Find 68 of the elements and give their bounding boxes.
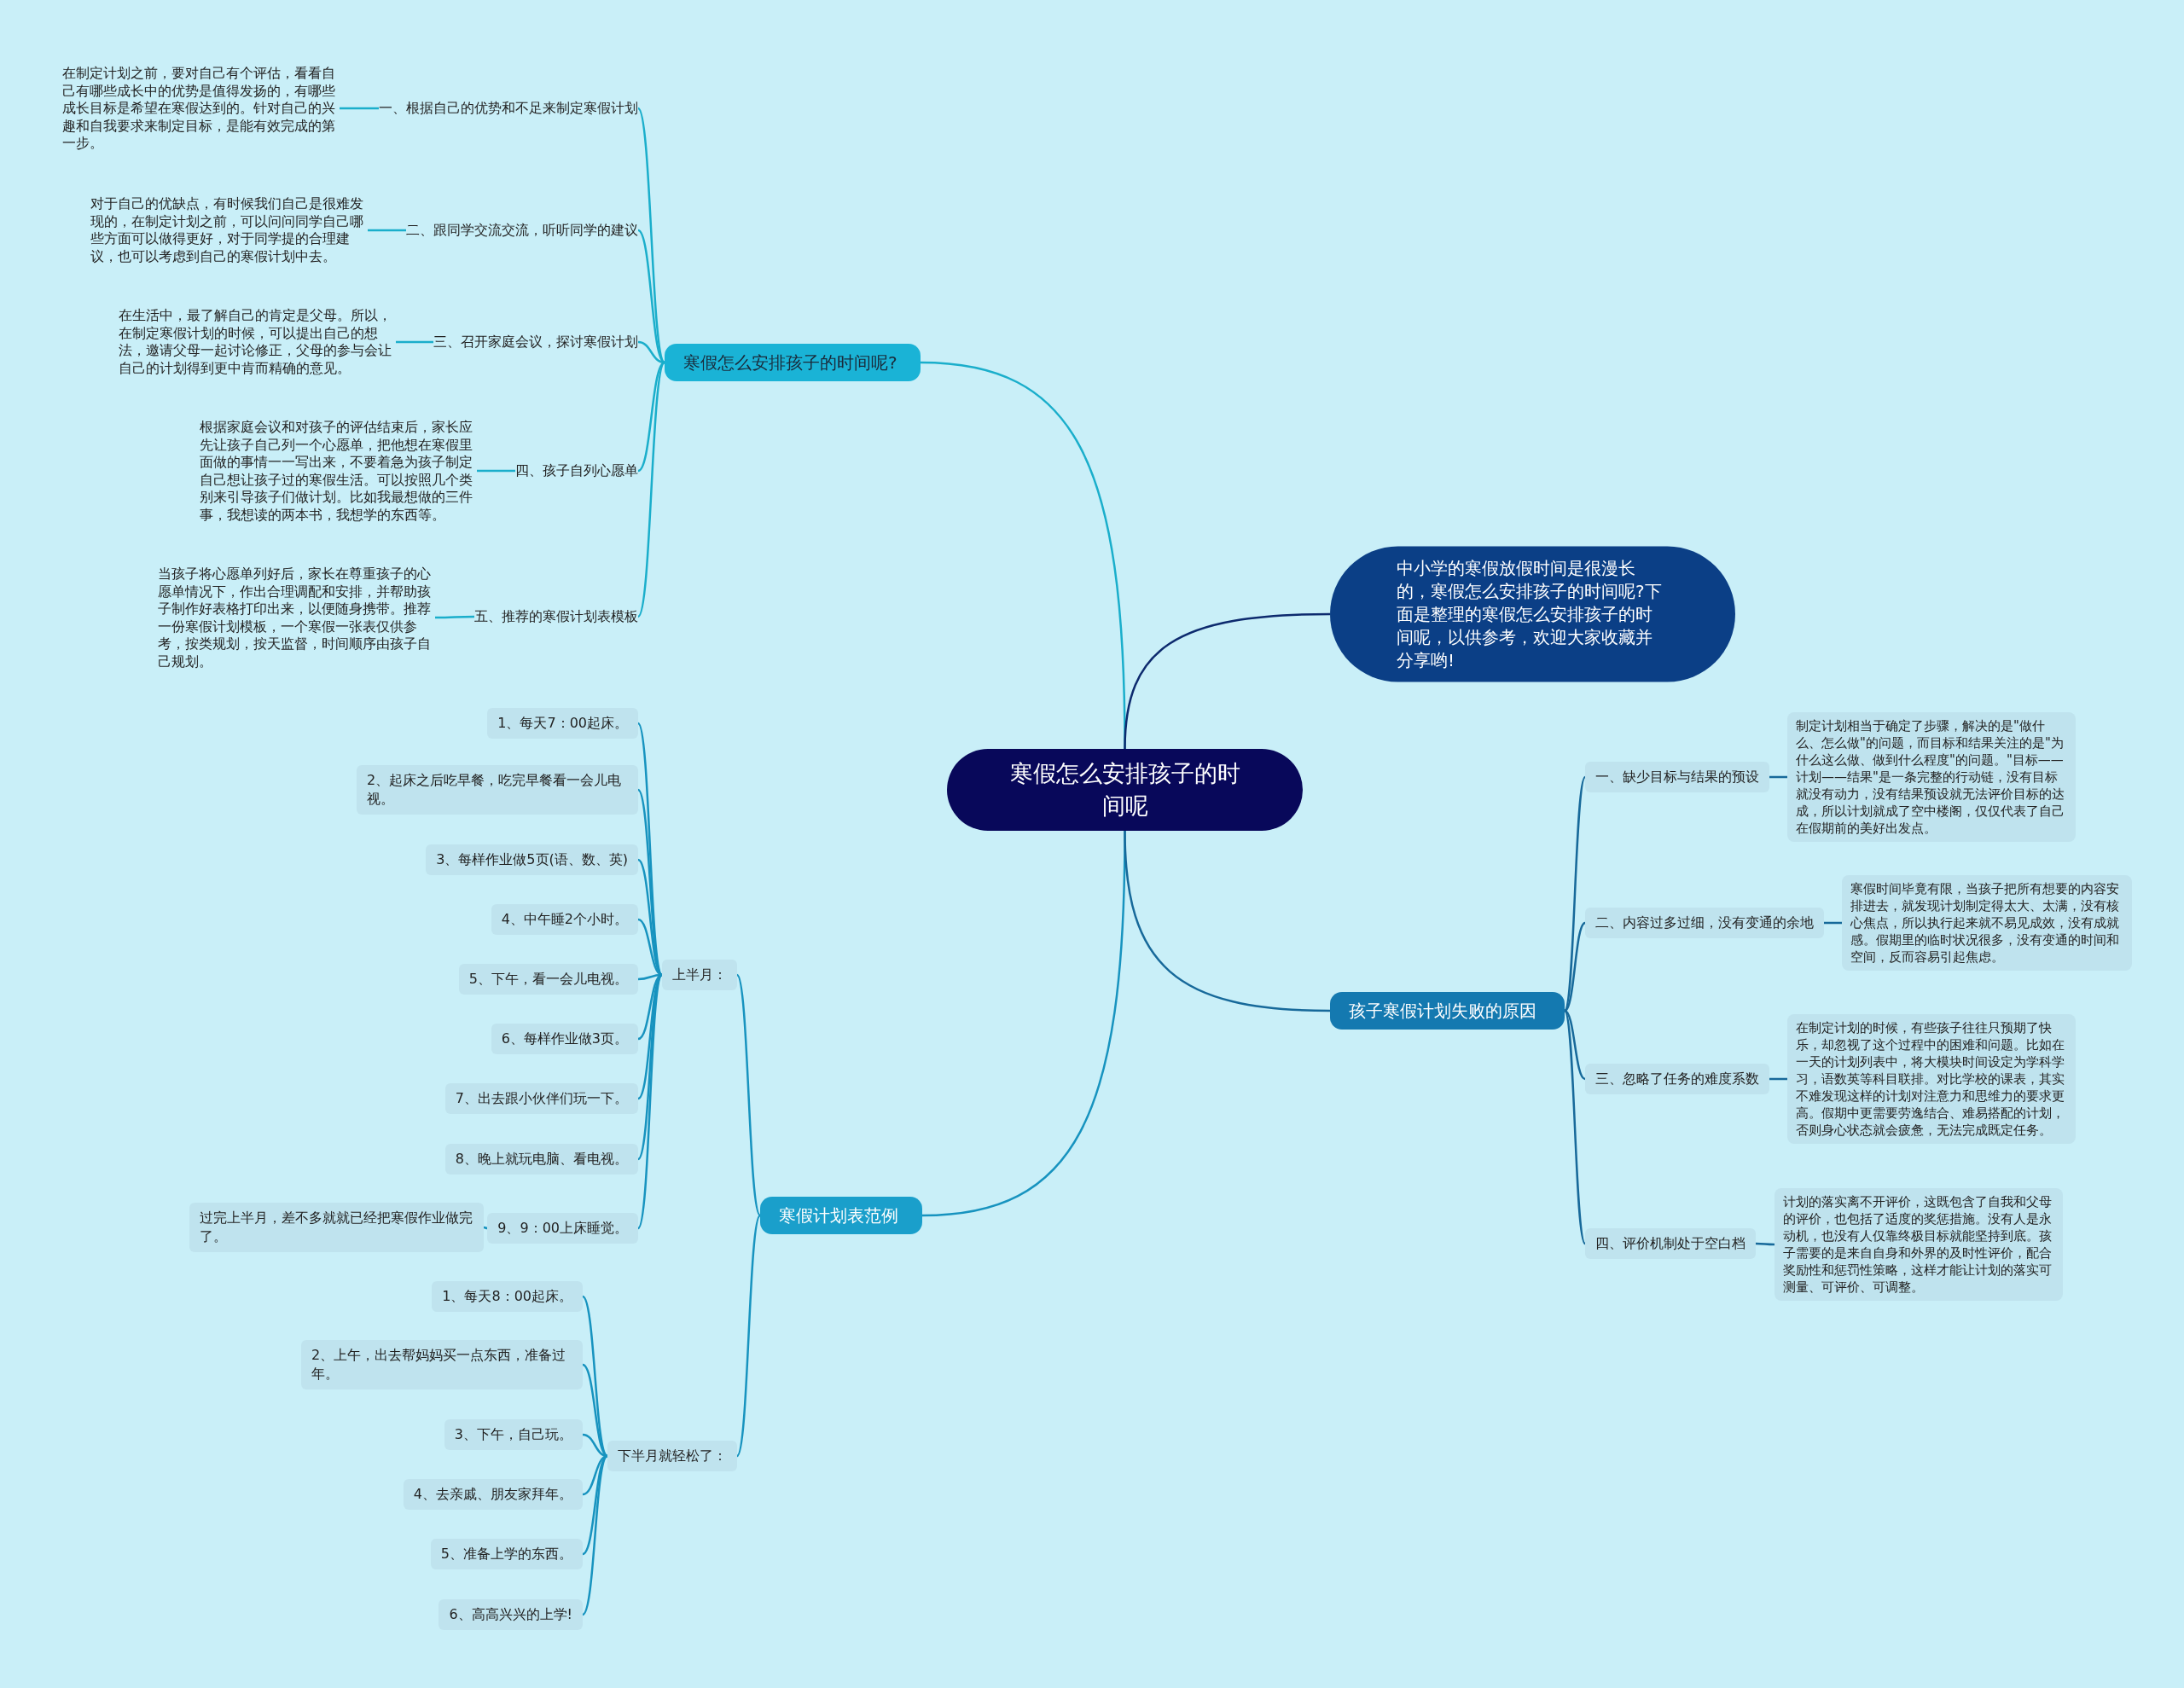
description-note: 计划的落实离不开评价，这既包含了自我和父母的评价，也包括了适度的奖惩措施。没有人是永动机，也没有人仅靠终极目标就能坚持到底。孩子需要的是来自自身和外界的及时性评价，配合奖励性和惩罚性策略，这样才能让计划的落实可测量、可评价、可调整。 [1774, 1188, 2063, 1301]
connector-line [483, 1226, 488, 1230]
connector-line [1769, 1077, 1787, 1081]
description-text: 当孩子将心愿单列好后，家长在尊重孩子的心愿单情况下，作出合理调配和安排，并帮助孩子制作好表格打印出来，以便随身携带。推荐一份寒假计划模板，一个寒假一张表仅供参考，按类规划，按天监督，时间顺序由孩子自己规划。 [158, 565, 435, 670]
connector-line [340, 107, 379, 110]
connector-line [1564, 1009, 1586, 1081]
branch-topic: 寒假计划表范例 [760, 1197, 922, 1234]
subtopic-label: 3、下午，自己玩。 [444, 1419, 583, 1450]
subtopic-text: 四、孩子自列心愿单 [515, 461, 638, 480]
connector-line [396, 340, 433, 344]
subtopic-label: 5、准备上学的东西。 [430, 1539, 583, 1569]
subtopic-label: 5、下午，看一会儿电视。 [458, 964, 638, 995]
connector-line [582, 1363, 608, 1458]
connector-line [735, 1215, 762, 1457]
subtopic-label: 过完上半月，差不多就就已经把寒假作业做完了。 [189, 1203, 484, 1252]
connector-line [1563, 776, 1587, 1012]
description-note: 寒假时间毕竟有限，当孩子把所有想要的内容安排进去，就发现计划制定得太大、太满，没有核心焦点，所以执行起来就不易见成效，没有成就感。假期里的临时状况很多，没有变通的时间和空间，反而容易引起焦虑。 [1842, 875, 2132, 971]
subtopic-label: 一、缺少目标与结果的预设 [1585, 762, 1769, 792]
subtopic-label: 下半月就轻松了： [607, 1441, 737, 1471]
connector-line [1563, 1010, 1587, 1244]
connector-line [636, 974, 664, 1229]
subtopic-text: 二、跟同学交流交流，听听同学的建议 [406, 221, 638, 240]
subtopic-text: 五、推荐的寒假计划表模板 [474, 607, 638, 626]
connector-line [637, 361, 665, 473]
connector-line [637, 974, 663, 1160]
connector-line [637, 229, 665, 363]
subtopic-label: 2、起床之后吃早餐，吃完早餐看一会儿电视。 [357, 765, 638, 815]
connector-line [1564, 922, 1586, 1012]
subtopic-label: 7、出去跟小伙伴们玩一下。 [444, 1083, 638, 1114]
description-note: 在制定计划的时候，有些孩子往往只预期了快乐，却忽视了这个过程中的困难和问题。比如在一天的计划列表中，将大模块时间设定为学科学习，语数英等科目联排。对比学校的课表，其实不难发现这样的计划对注意力和思维力的要求更高。假期中更需要劳逸结合、难易搭配的计划，否则身心状态就会疲惫，无法完成既定任务。 [1787, 1014, 2076, 1144]
subtopic-label: 6、高高兴兴的上学! [439, 1599, 583, 1630]
description-text: 对于自己的优缺点，有时候我们自己是很难发现的，在制定计划之前，可以问问同学自己哪些方面可以做得更好，对于同学提的合理建议，也可以考虑到自己的寒假计划中去。 [90, 195, 368, 265]
subtopic-label: 四、评价机制处于空白档 [1585, 1228, 1756, 1259]
subtopic-label: 1、每天7：00起床。 [487, 708, 638, 739]
subtopic-label: 上半月： [662, 960, 737, 990]
intro-bubble: 中小学的寒假放假时间是很漫长的，寒假怎么安排孩子的时间呢?下面是整理的寒假怎么安排孩子的时间呢，以供参考，欢迎大家收藏并分享哟! [1330, 546, 1735, 682]
connector-line [1824, 921, 1842, 925]
connector-line [636, 107, 666, 363]
connector-line [1769, 775, 1787, 779]
subtopic-label: 二、内容过多过细，没有变通的余地 [1585, 908, 1824, 938]
subtopic-text: 一、根据自己的优势和不足来制定寒假计划 [379, 99, 638, 118]
connector-line [477, 469, 515, 473]
connector-line [435, 615, 474, 619]
subtopic-text: 三、召开家庭会议，探讨寒假计划 [433, 333, 638, 351]
connector-line [1124, 830, 1331, 1012]
subtopic-label: 3、每样作业做5页(语、数、英) [426, 844, 638, 875]
connector-line [582, 1455, 608, 1615]
subtopic-label: 6、每样作业做3页。 [491, 1024, 638, 1054]
description-text: 在制定计划之前，要对自己有个评估，看看自己有哪些成长中的优势是值得发扬的，有哪些成长目标是希望在寒假达到的。针对自己的兴趣和自我要求来制定目标，是能有效完成的第一步。 [62, 64, 340, 153]
subtopic-label: 4、去亲戚、朋友家拜年。 [403, 1479, 583, 1510]
connector-line [1756, 1242, 1774, 1246]
connector-line [1124, 612, 1331, 750]
description-text: 在生活中，最了解自己的肯定是父母。所以，在制定寒假计划的时候，可以提出自己的想法，邀请父母一起讨论修正，父母的参与会让自己的计划得到更中肯而精确的意见。 [119, 307, 396, 377]
branch-topic: 孩子寒假计划失败的原因 [1330, 992, 1565, 1030]
connector-line [368, 229, 406, 232]
connector-line [637, 789, 663, 976]
description-text: 根据家庭会议和对孩子的评估结束后，家长应先让孩子自己列一个心愿单，把他想在寒假里面做的事情一一写出来，不要着急为孩子制定自己想让孩子过的寒假生活。可以按照几个类别来引导孩子们做计划。比如我最想做的三件事，我想读的两本书，我想学的东西等。 [200, 418, 477, 524]
subtopic-label: 9、9：00上床睡觉。 [487, 1213, 638, 1244]
connector-line [735, 974, 762, 1216]
subtopic-label: 三、忽略了任务的难度系数 [1585, 1064, 1769, 1094]
connector-line [636, 362, 666, 618]
branch-topic: 寒假怎么安排孩子的时间呢? [665, 344, 921, 381]
subtopic-label: 2、上午，出去帮妈妈买一点东西，准备过年。 [301, 1340, 583, 1389]
description-note: 制定计划相当于确定了步骤，解决的是"做什么、怎么做"的问题，而目标和结果关注的是"为什么这么做、做到什么程度"的问题。"目标——计划——结果"是一条完整的行动链，没有目标就没有动力，没有结果预设就无法评价目标的达成，所以计划就成了空中楼阁，仅仅代表了自己在假期前的美好出发点。 [1787, 712, 2076, 842]
subtopic-label: 8、晚上就玩电脑、看电视。 [444, 1144, 638, 1175]
central-topic: 寒假怎么安排孩子的时间呢 [947, 749, 1303, 831]
subtopic-label: 4、中午睡2个小时。 [491, 904, 638, 935]
subtopic-label: 1、每天8：00起床。 [432, 1281, 583, 1312]
